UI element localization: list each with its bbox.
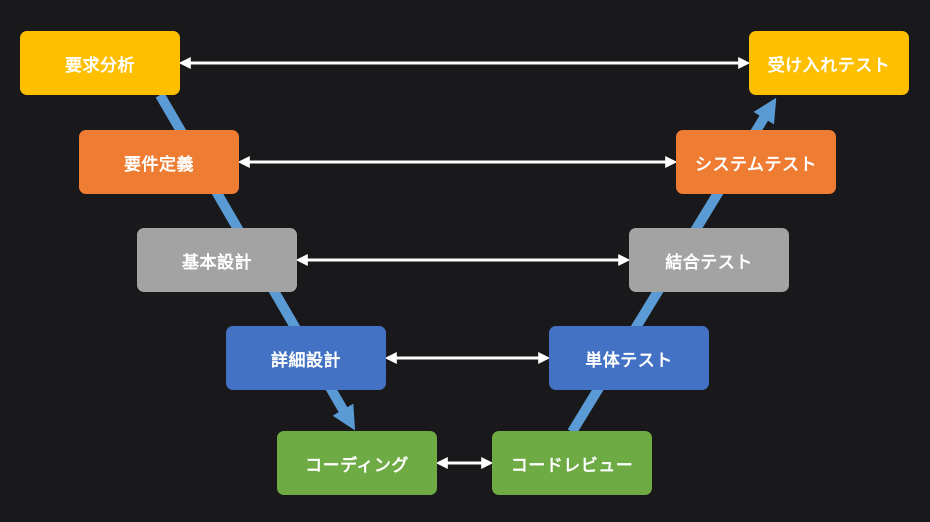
basic-design-box: 基本設計 [137,228,297,292]
coding-label: コーディング [305,455,409,476]
code-review-label: コードレビュー [510,455,634,476]
unit-test-label: 単体テスト [585,350,673,371]
acceptance-test-box: 受け入れテスト [749,31,909,95]
integration-test-label: 結合テスト [665,252,753,273]
detailed-design-box: 詳細設計 [226,326,386,390]
system-test-box: システムテスト [676,130,836,194]
requirements-definition-label: 要件定義 [124,154,194,175]
system-test-label: システムテスト [695,154,817,175]
requirements-analysis-label: 要求分析 [65,55,135,76]
basic-design-label: 基本設計 [182,252,252,273]
coding-box: コーディング [277,431,437,495]
acceptance-test-label: 受け入れテスト [767,55,891,76]
code-review-box: コードレビュー [492,431,652,495]
detailed-design-label: 詳細設計 [271,350,341,371]
unit-test-box: 単体テスト [549,326,709,390]
integration-test-box: 結合テスト [629,228,789,292]
requirements-analysis-box: 要求分析 [20,31,180,95]
requirements-definition-box: 要件定義 [79,130,239,194]
